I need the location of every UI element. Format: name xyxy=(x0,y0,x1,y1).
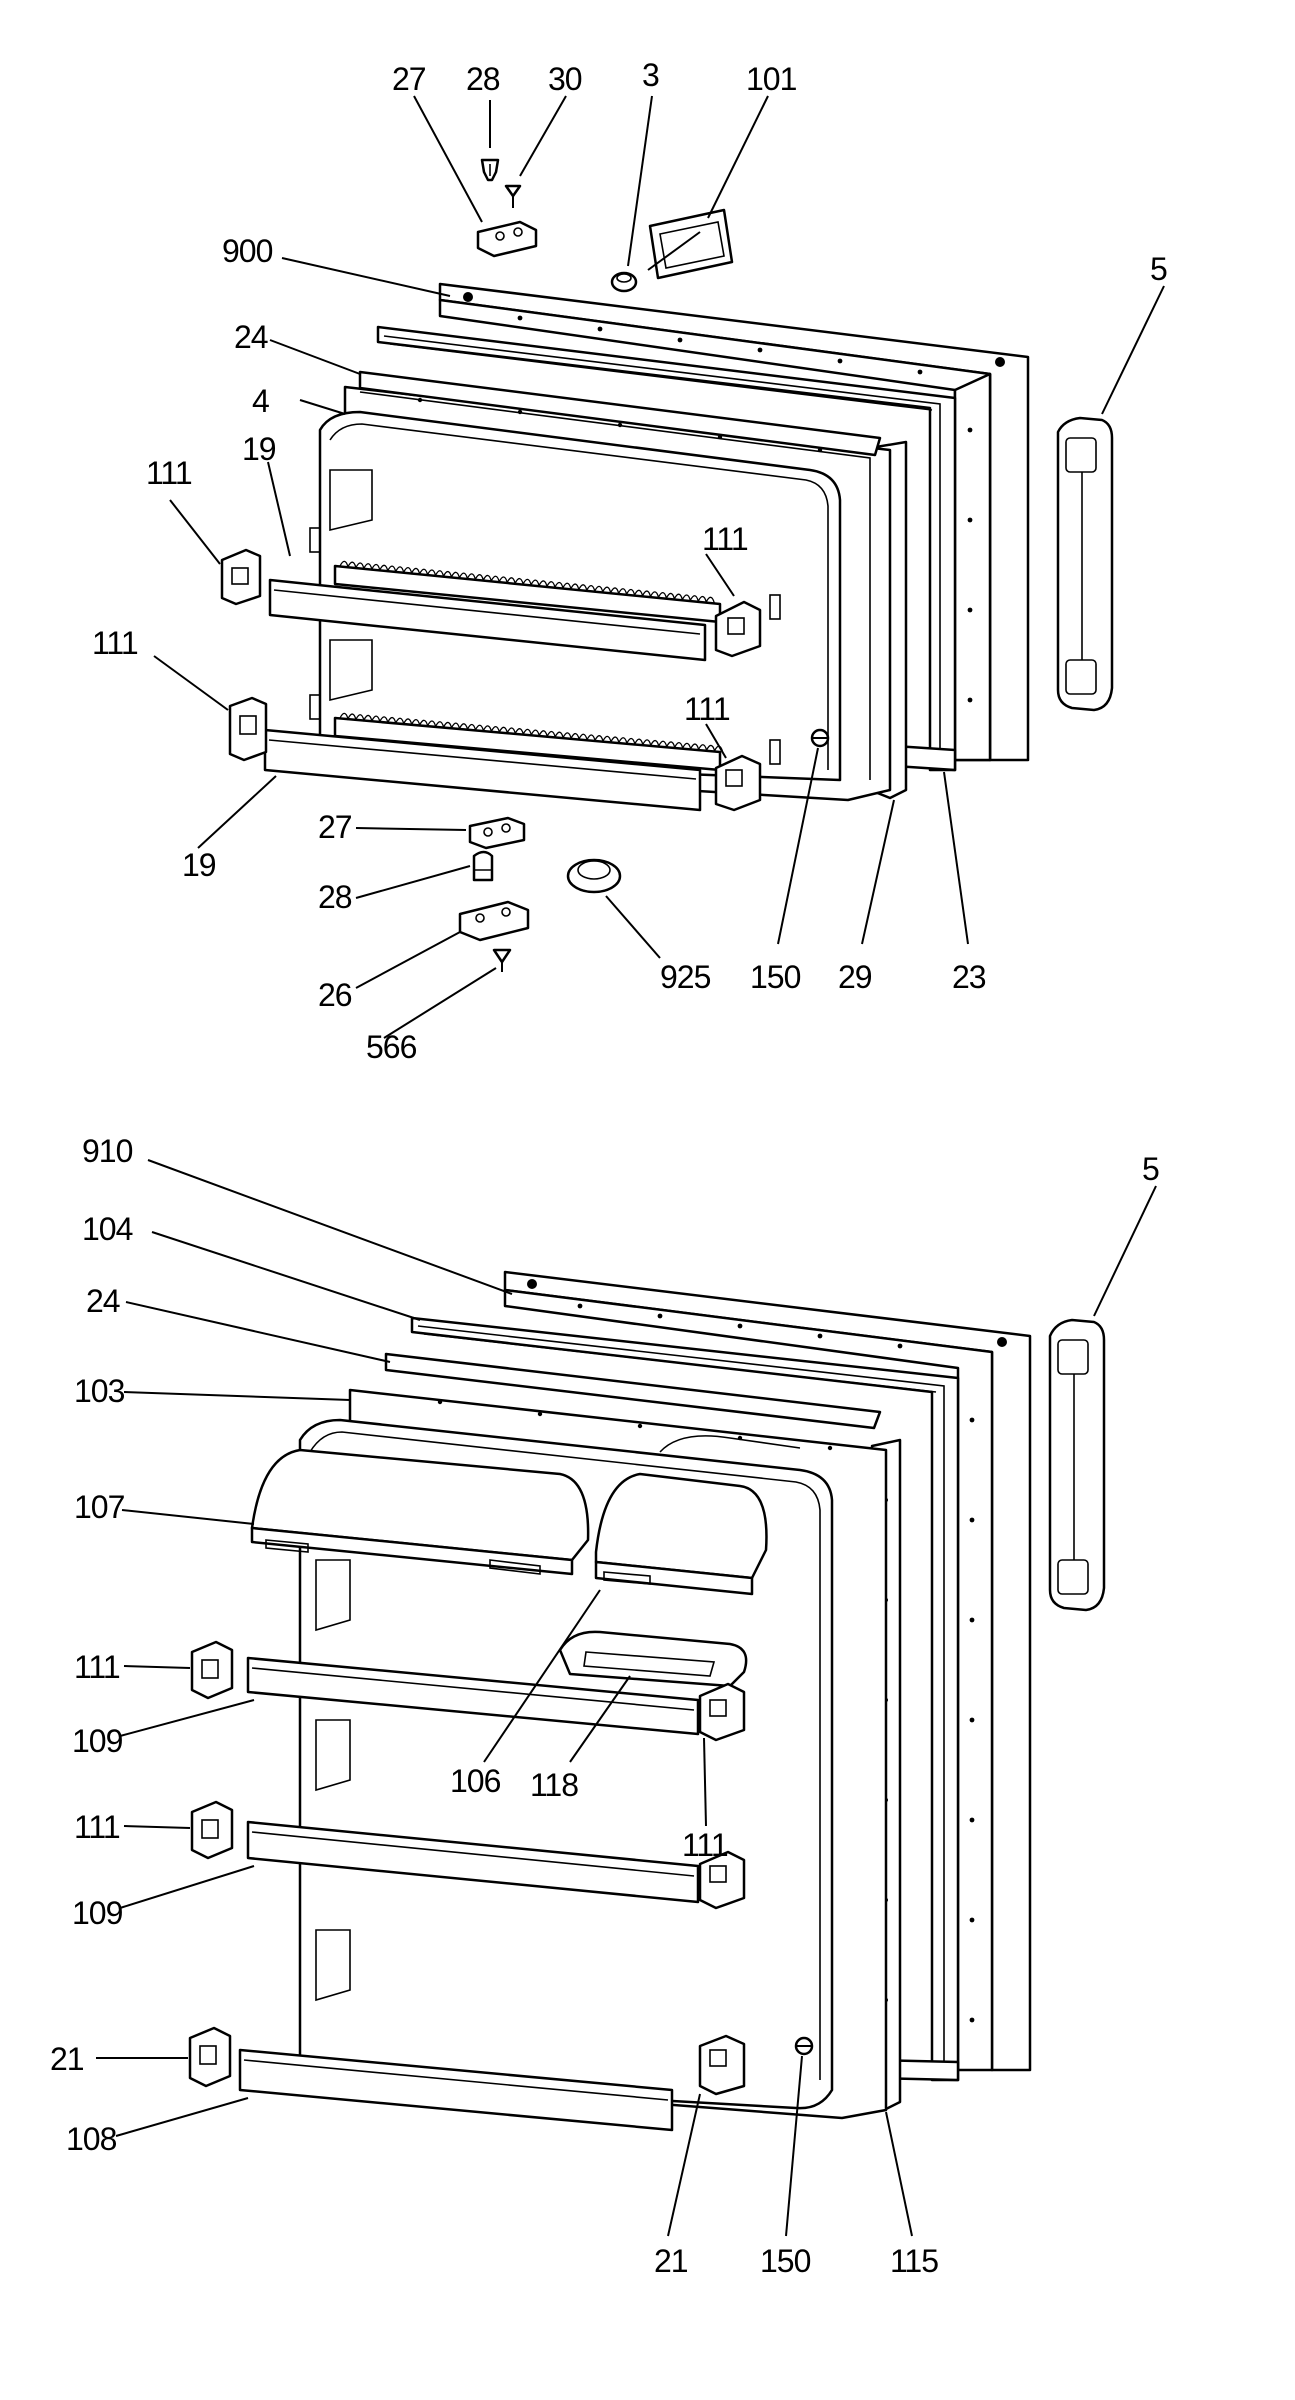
screw-150-lower xyxy=(794,2036,814,2056)
butter-tray-118 xyxy=(558,1630,748,1688)
label-111-lower-upper-left: 111 xyxy=(74,1649,120,1685)
lower-shelf-rack xyxy=(263,712,724,812)
label-111-lower-right: 111 xyxy=(682,1827,728,1863)
lower-part-labels: 910 5 104 24 103 107 111 109 106 118 111… xyxy=(50,1133,1160,2279)
label-108: 108 xyxy=(66,2121,117,2157)
end-cap-left-lower xyxy=(228,696,268,762)
label-24-upper: 24 xyxy=(234,319,268,355)
end-cap-111-left-upper xyxy=(190,1640,234,1700)
end-cap-right-lower xyxy=(714,754,762,812)
label-109-lower: 109 xyxy=(72,1895,123,1931)
lower-leader-lines xyxy=(96,1159,1157,2237)
label-111-upper-left: 111 xyxy=(146,455,192,491)
door-handle-lower xyxy=(1048,1318,1106,1612)
label-27-bottom: 27 xyxy=(318,809,352,845)
label-106: 106 xyxy=(450,1763,501,1799)
label-4: 4 xyxy=(252,383,269,419)
end-cap-right-upper xyxy=(714,600,762,658)
inner-door-liner-lower xyxy=(298,1418,834,2110)
label-24-lower: 24 xyxy=(86,1283,120,1319)
label-150-lower: 150 xyxy=(760,2243,811,2279)
label-925: 925 xyxy=(660,959,711,995)
label-111-upper-right: 111 xyxy=(702,521,748,557)
top-hinge-parts xyxy=(476,158,734,293)
lower-door-assembly: 910 5 104 24 103 107 111 109 106 118 111… xyxy=(50,1133,1160,2279)
door-shelf-109-lower xyxy=(246,1820,700,1904)
hinge-bracket-27-bottom xyxy=(468,816,526,850)
hinge-pin-28-bottom xyxy=(472,850,494,882)
label-104: 104 xyxy=(82,1211,133,1247)
label-27-top: 27 xyxy=(392,61,426,97)
door-shelf-108 xyxy=(238,2048,674,2132)
label-23: 23 xyxy=(952,959,986,995)
label-910: 910 xyxy=(82,1133,133,1169)
end-cap-111-right-lower xyxy=(698,1850,746,1910)
end-cap-left-upper xyxy=(220,548,262,606)
dairy-compartment-107 xyxy=(250,1448,590,1576)
hinge-bracket-27 xyxy=(476,220,538,258)
label-900: 900 xyxy=(222,233,273,269)
label-107: 107 xyxy=(74,1489,125,1525)
label-103: 103 xyxy=(74,1373,125,1409)
end-cap-21-left xyxy=(188,2026,232,2088)
label-26: 26 xyxy=(318,977,352,1013)
label-111-lower-left: 111 xyxy=(92,625,138,661)
upper-leader-lines xyxy=(153,95,1165,1039)
door-handle-upper xyxy=(1056,416,1114,712)
label-111-lower-lower-left: 111 xyxy=(74,1809,120,1845)
label-21-bottom: 21 xyxy=(654,2243,688,2279)
label-109-upper: 109 xyxy=(72,1723,123,1759)
upper-part-labels: 27 28 30 3 101 900 5 24 4 19 111 111 111… xyxy=(92,57,1168,1065)
nameplate-101 xyxy=(647,208,734,280)
screw-30 xyxy=(504,184,522,208)
label-150-upper: 150 xyxy=(750,959,801,995)
screw-150 xyxy=(810,728,830,748)
label-21-left: 21 xyxy=(50,2041,84,2077)
label-566: 566 xyxy=(366,1029,417,1065)
screw-566 xyxy=(492,948,512,972)
label-3: 3 xyxy=(642,57,659,93)
stop-925 xyxy=(566,858,622,894)
label-111-lower-right: 111 xyxy=(684,691,730,727)
bottom-hinge-parts xyxy=(458,728,830,972)
end-cap-111-right-upper xyxy=(698,1682,746,1742)
end-cap-21-right xyxy=(698,2034,746,2096)
label-19-upper: 19 xyxy=(242,431,276,467)
upper-door-assembly: 27 28 30 3 101 900 5 24 4 19 111 111 111… xyxy=(92,57,1168,1065)
label-28-bottom: 28 xyxy=(318,879,352,915)
shelf-end-caps-lower xyxy=(188,1640,746,2096)
label-5-lower: 5 xyxy=(1142,1151,1159,1187)
label-118: 118 xyxy=(530,1767,578,1803)
label-5-upper: 5 xyxy=(1150,251,1167,287)
label-115: 115 xyxy=(890,2243,938,2279)
label-29: 29 xyxy=(838,959,872,995)
plug-3 xyxy=(610,271,638,293)
label-30: 30 xyxy=(548,61,582,97)
hinge-pin-28 xyxy=(480,158,500,182)
hinge-plate-26 xyxy=(458,900,530,942)
label-28-top: 28 xyxy=(466,61,500,97)
label-19-lower: 19 xyxy=(182,847,216,883)
door-shelf-109-upper xyxy=(246,1656,700,1736)
end-cap-111-left-lower xyxy=(190,1800,234,1860)
shelf-end-caps xyxy=(220,548,762,812)
label-101: 101 xyxy=(746,61,797,97)
dairy-compartment-106 xyxy=(594,1472,768,1596)
